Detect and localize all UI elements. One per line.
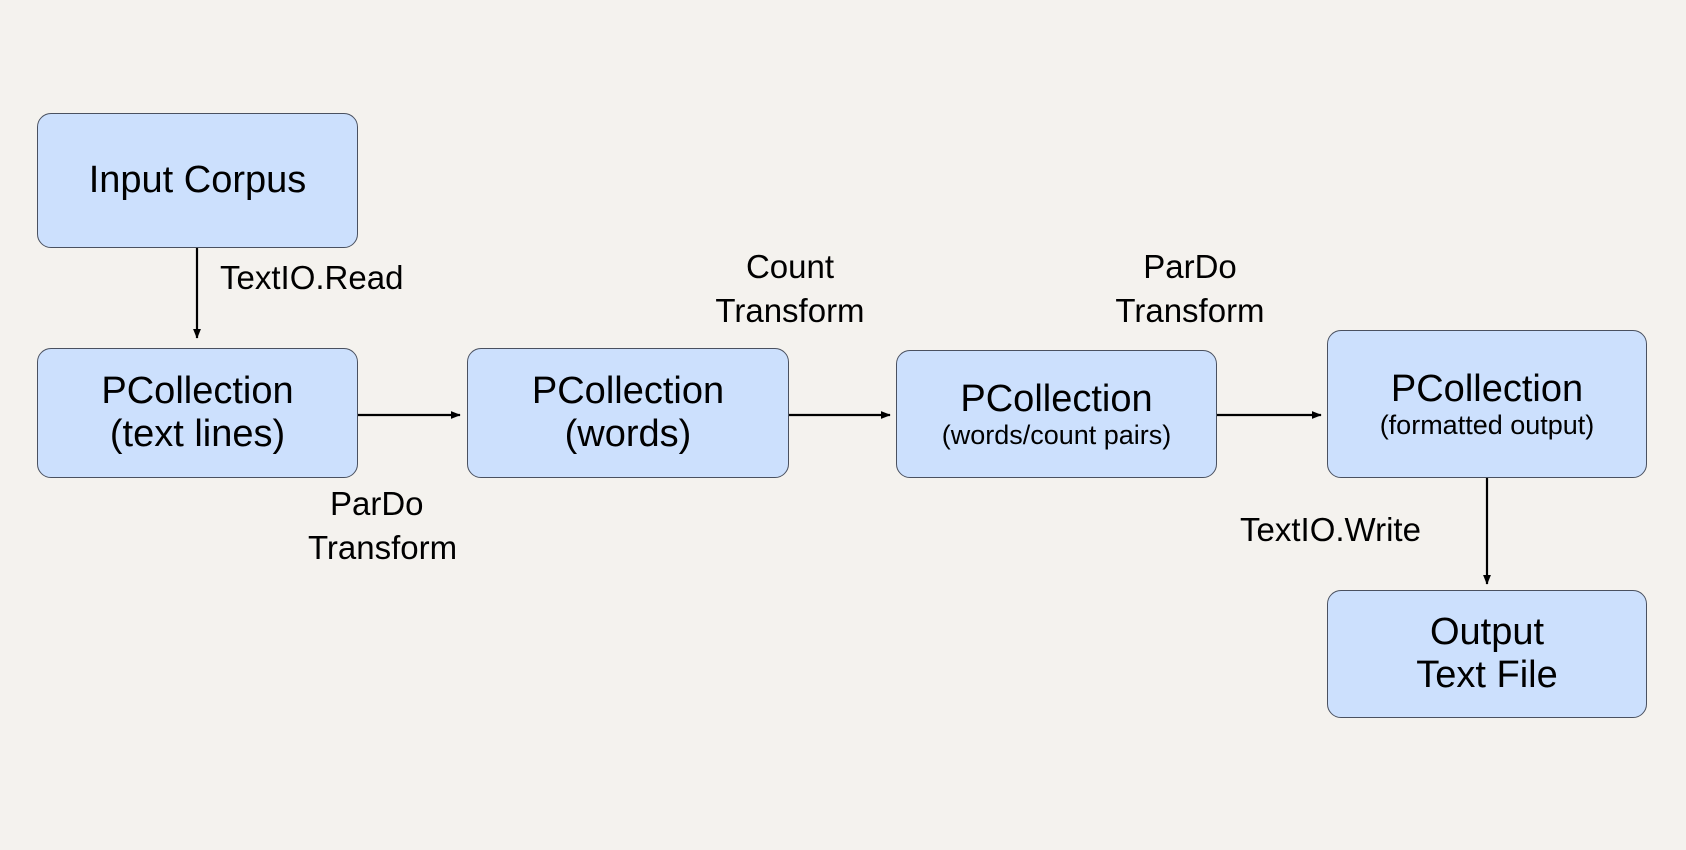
node-pcollection-text-lines-label-line2: (text lines): [109, 413, 286, 455]
edge-label-textio-read-line1: TextIO.Read: [220, 259, 404, 296]
node-pcollection-words-count-pairs-label-line2: (words/count pairs): [941, 420, 1172, 451]
edge-label-pardo-transform-2-line1: ParDo: [1143, 248, 1237, 285]
edge-label-pardo-transform-2-line2: Transform: [1115, 291, 1265, 329]
node-output-text-file-label-line1: Output: [1429, 611, 1545, 654]
node-pcollection-words-label-line1: PCollection: [531, 370, 725, 413]
edge-label-textio-read: TextIO.Read: [220, 256, 403, 300]
edge-label-pardo-transform-2: ParDo Transform: [1040, 245, 1340, 333]
node-pcollection-formatted-output-label-line1: PCollection: [1390, 367, 1584, 410]
node-input-corpus[interactable]: Input Corpus: [37, 113, 358, 248]
node-pcollection-formatted-output-label-line2: (formatted output): [1379, 410, 1595, 441]
edge-label-textio-write-line1: TextIO.Write: [1240, 511, 1421, 548]
edge-label-count-transform-line2: Transform: [715, 291, 865, 329]
edge-label-textio-write: TextIO.Write: [1240, 508, 1421, 552]
node-pcollection-text-lines-label-line1: PCollection: [101, 370, 294, 413]
edge-label-count-transform: Count Transform: [640, 245, 940, 333]
node-output-text-file-label-line2: Text File: [1416, 654, 1558, 696]
node-pcollection-words-count-pairs-label-line1: PCollection: [960, 377, 1153, 420]
node-output-text-file[interactable]: Output Text File: [1327, 590, 1647, 718]
node-pcollection-text-lines[interactable]: PCollection (text lines): [37, 348, 358, 478]
edge-label-count-transform-line1: Count: [745, 248, 835, 285]
node-pcollection-formatted-output[interactable]: PCollection (formatted output): [1327, 330, 1647, 478]
node-pcollection-words-label-line2: (words): [564, 413, 692, 455]
node-pcollection-words-count-pairs[interactable]: PCollection (words/count pairs): [896, 350, 1217, 478]
node-pcollection-words[interactable]: PCollection (words): [467, 348, 789, 478]
edge-label-pardo-transform-1-line2: Transform: [308, 528, 458, 566]
edge-label-pardo-transform-1: ParDo Transform: [308, 482, 457, 570]
node-input-corpus-label-line1: Input Corpus: [88, 159, 307, 202]
edge-label-pardo-transform-1-line1: ParDo: [330, 485, 424, 522]
